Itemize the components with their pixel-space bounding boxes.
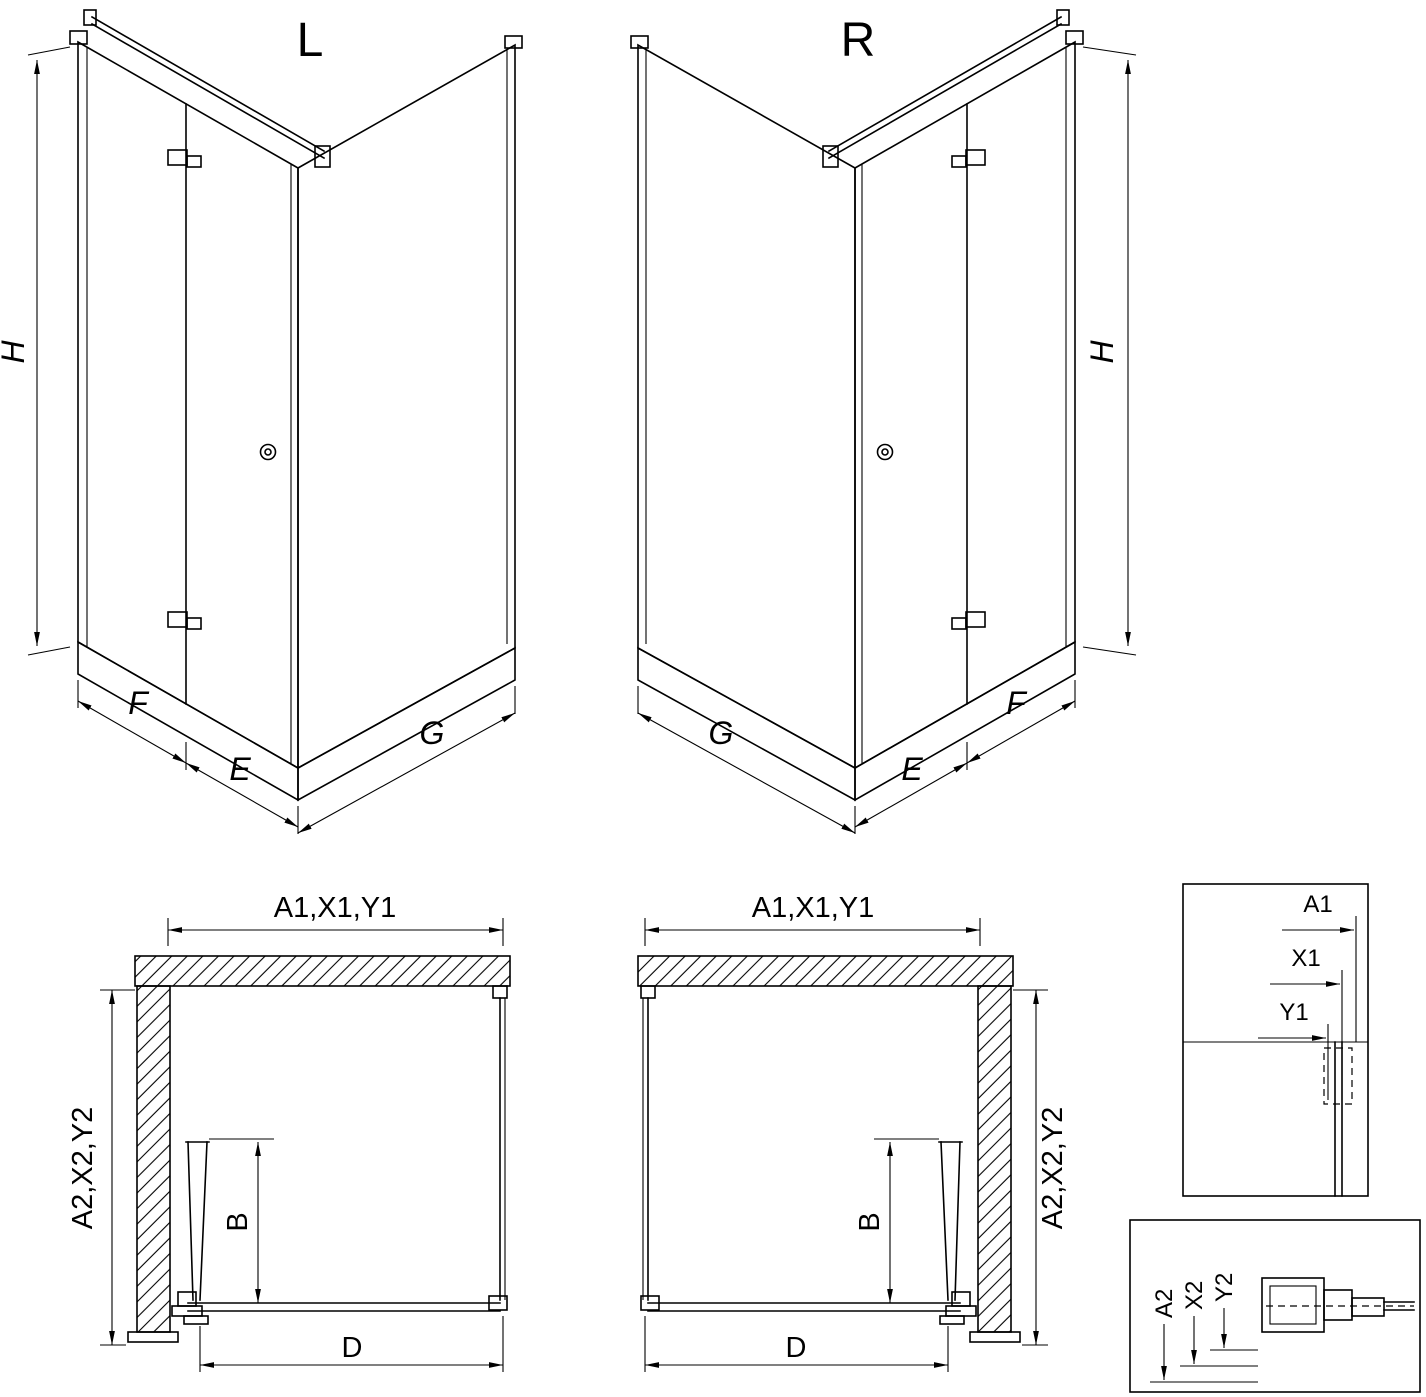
label-side-width: G (709, 715, 734, 751)
variant-label-right: R (841, 14, 876, 67)
label-door-clearance: B (854, 1212, 886, 1231)
label-front-width: F (128, 685, 150, 721)
dimension-door-clearance: B (854, 1138, 939, 1303)
wall-right (977, 985, 1012, 1333)
dimension-width: D (644, 1316, 949, 1372)
label-side-width: G (420, 715, 445, 751)
door-open-leaf (199, 1141, 208, 1301)
dimension-front-widths: F E (77, 680, 299, 834)
support-rail (822, 9, 1070, 168)
label-front-width: F (1006, 685, 1028, 721)
top-cap-right (1065, 30, 1084, 45)
front-door-panel (77, 40, 299, 770)
label-x1: X1 (1291, 945, 1320, 972)
hinge-top (951, 149, 986, 168)
label-door-width: E (901, 751, 923, 787)
label-width-dimension: D (342, 1332, 363, 1364)
dimension-side-width: G (637, 686, 856, 834)
label-side-dimension: A2,X2,Y2 (1037, 1107, 1069, 1230)
wall-foot (969, 1331, 1021, 1343)
detail-view-top: A1 X1 Y1 (1182, 883, 1369, 1197)
walls (127, 955, 511, 1343)
label-door-clearance: B (222, 1212, 254, 1231)
dimension-door-clearance: B (209, 1138, 274, 1303)
label-a2: A2 (1151, 1289, 1178, 1318)
wall-left (136, 985, 171, 1333)
label-a1: A1 (1303, 891, 1332, 918)
walls (637, 955, 1021, 1343)
glass-side-panel (640, 985, 660, 1311)
dimension-side: A2,X2,Y2 (67, 989, 135, 1346)
dimension-top: A1,X1,Y1 (644, 892, 981, 946)
isometric-view-right: R (630, 9, 1137, 834)
label-height: H (0, 340, 31, 364)
dimension-width: D (199, 1316, 504, 1372)
shower-tray (77, 640, 516, 802)
plan-view-left: A1,X1,Y1 A2,X2,Y2 B D (67, 892, 511, 1372)
shower-tray (637, 640, 1076, 802)
isometric-view-left: L (0, 9, 523, 834)
detail-frame (1182, 883, 1369, 1197)
door-assembly (647, 1141, 977, 1325)
wall-profile-section (1261, 1277, 1415, 1333)
hinge-bottom (167, 611, 202, 630)
dimension-top: A1,X1,Y1 (167, 892, 504, 946)
glass-side-panel (488, 985, 508, 1311)
door-open-leaf (940, 1141, 949, 1301)
dimension-side: A2,X2,Y2 (1013, 989, 1069, 1346)
corner-post (492, 985, 508, 999)
label-x2: X2 (1181, 1281, 1208, 1310)
corner-post (640, 985, 656, 999)
front-door-panel (854, 40, 1076, 770)
label-width-dimension: D (786, 1332, 807, 1364)
label-y1: Y1 (1279, 999, 1308, 1026)
label-top-dimension: A1,X1,Y1 (752, 892, 875, 924)
hinge-top (167, 149, 202, 168)
door-assembly (171, 1141, 501, 1325)
top-cap-left (69, 30, 88, 45)
plan-view-right: A1,X1,Y1 A2,X2,Y2 B D (637, 892, 1069, 1372)
door-open-leaf (954, 1141, 961, 1301)
dimension-height-left: H (0, 46, 71, 656)
wall-top (637, 955, 1014, 987)
detail-view-bottom: A2 X2 Y2 (1129, 1219, 1421, 1393)
label-height: H (1084, 340, 1120, 364)
label-side-dimension: A2,X2,Y2 (67, 1107, 99, 1230)
variant-label-left: L (297, 14, 324, 67)
top-cap-right (504, 35, 523, 49)
glass-profile-section (1323, 1041, 1353, 1197)
door-open-leaf (187, 1141, 194, 1301)
support-rail (83, 9, 331, 168)
door-handle (876, 443, 894, 461)
label-door-width: E (229, 751, 251, 787)
label-top-dimension: A1,X1,Y1 (274, 892, 397, 924)
wall-foot (127, 1331, 179, 1343)
dimension-side-width: G (297, 686, 516, 834)
wall-top (134, 955, 511, 987)
dimension-front-widths: F E (854, 680, 1076, 834)
hinge-bottom (951, 611, 986, 630)
label-y2: Y2 (1211, 1273, 1238, 1302)
door-handle (259, 443, 277, 461)
dimension-height-right: H (1082, 46, 1137, 656)
top-cap-left (630, 35, 649, 49)
detail-frame (1129, 1219, 1421, 1393)
